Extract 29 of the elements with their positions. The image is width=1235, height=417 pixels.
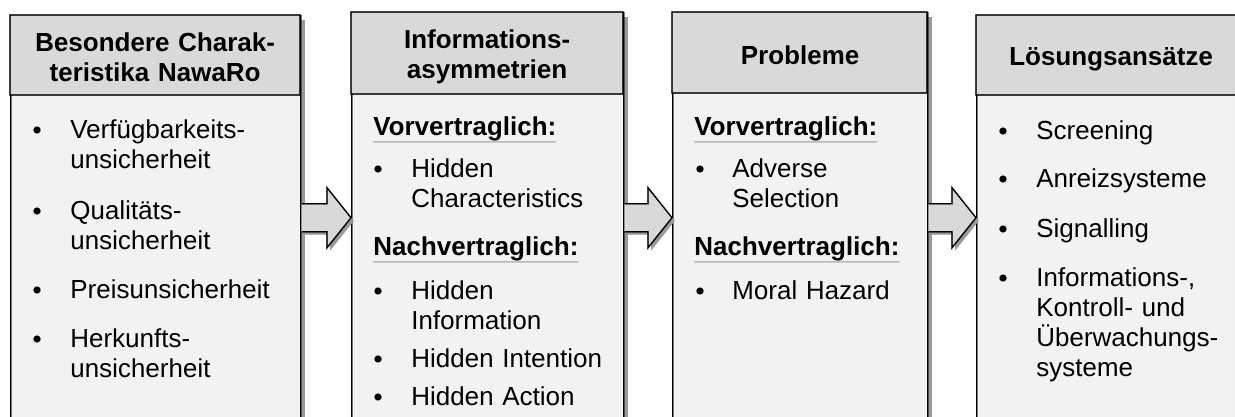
block-arrow: [300, 185, 354, 251]
column-box: [671, 11, 932, 417]
bullet-item: Preisunsicherheit: [33, 279, 270, 299]
bullet-item: Hidden Action: [374, 386, 573, 406]
bullet-item: Hidden Information: [374, 280, 540, 330]
bullet-item: Hidden Characteristics: [374, 158, 583, 208]
bullet-item: Hidden Intention: [374, 348, 601, 368]
subheading: Vorvertraglich:: [373, 116, 557, 143]
bullet-item: Signalling: [999, 218, 1148, 243]
block-arrow: [623, 185, 675, 251]
bullet-item: Verfügbarkeits- unsicherheit: [33, 119, 244, 169]
bullet-item: Moral Hazard: [696, 280, 888, 300]
column-header: Probleme: [671, 11, 928, 94]
bullet-item: Adverse Selection: [696, 158, 838, 208]
column-header: Besondere Charak- teristika NawaRo: [9, 14, 301, 96]
column-box: [975, 14, 1235, 417]
bullet-item: Screening: [999, 120, 1152, 145]
column-box: [350, 11, 628, 417]
bullet-item: Anreizsysteme: [999, 168, 1206, 193]
column-header: Lösungsansätze: [975, 14, 1235, 96]
subheading: Nachvertraglich:: [694, 236, 900, 263]
bullet-item: Qualitäts- unsicherheit: [33, 200, 211, 250]
subheading: Vorvertraglich:: [694, 116, 878, 143]
block-arrow: [927, 185, 979, 251]
subheading: Nachvertraglich:: [373, 236, 579, 263]
bullet-item: Herkunfts- unsicherheit: [33, 328, 211, 378]
column-header: Informations- asymmetrien: [350, 11, 624, 95]
bullet-item: Informations-, Kontroll- und Überwachungs- systeme: [999, 267, 1218, 382]
column-box: [9, 14, 305, 417]
